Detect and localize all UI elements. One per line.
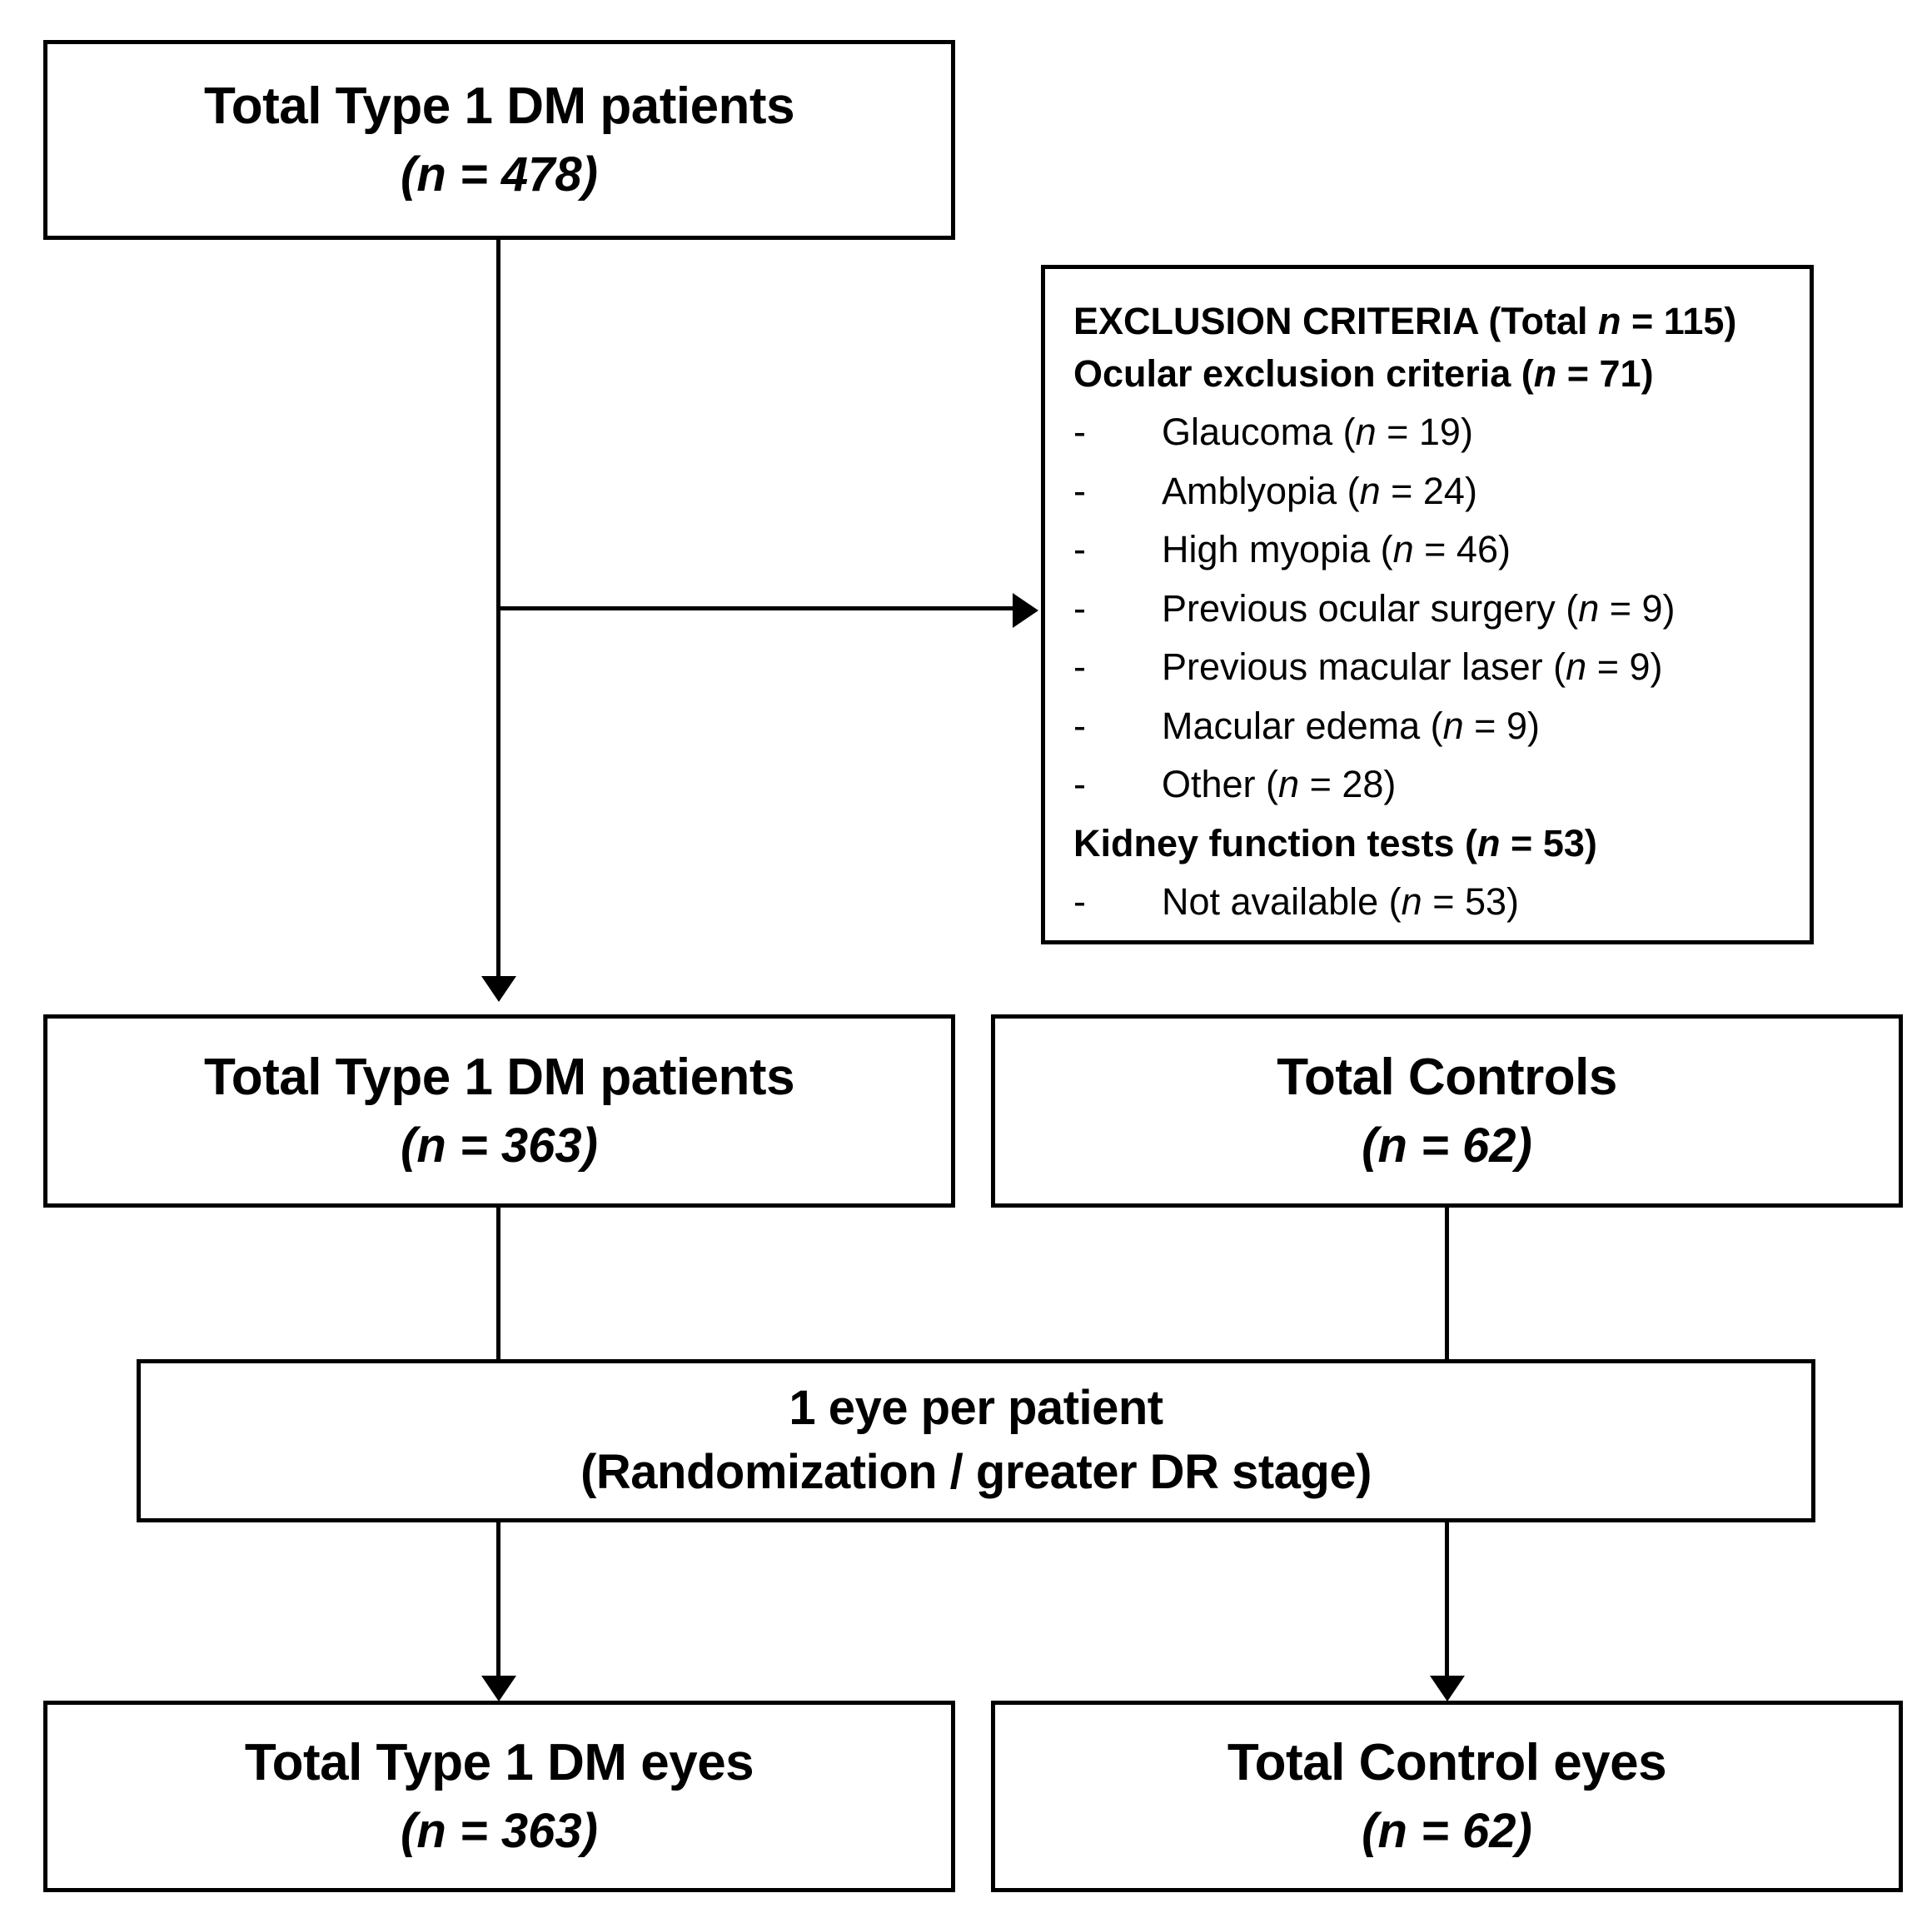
node-count: (n = 62) bbox=[1362, 1118, 1532, 1173]
node-title: Total Type 1 DM patients bbox=[203, 77, 795, 135]
exclusion-item-value: = 9) bbox=[1586, 645, 1663, 688]
exclusion-item-label: High myopia ( bbox=[1162, 528, 1393, 570]
exclusion-list-item: - Previous macular laser (n = 9) bbox=[1073, 643, 1662, 692]
arrowhead-to-dm-eyes bbox=[481, 1676, 516, 1701]
exclusion-item-label: Previous ocular surgery ( bbox=[1162, 586, 1579, 630]
bullet-dash: - bbox=[1073, 645, 1086, 688]
bullet-dash: - bbox=[1073, 411, 1086, 453]
arrowhead-to-exclusion-panel bbox=[1013, 593, 1038, 628]
connector-controls-to-one-eye bbox=[1445, 1208, 1449, 1359]
arrowhead-to-included-patients bbox=[481, 976, 516, 1002]
ocular-exclusion-heading: Ocular exclusion criteria (n = 71) bbox=[1073, 350, 1654, 399]
exclusion-item-n-symbol: n bbox=[1359, 469, 1381, 512]
ocular-heading-n-symbol: n bbox=[1533, 351, 1557, 395]
bullet-dash: - bbox=[1073, 880, 1086, 923]
ocular-heading-prefix: Ocular exclusion criteria ( bbox=[1073, 351, 1534, 395]
exclusion-list-item: - Previous ocular surgery (n = 9) bbox=[1073, 585, 1676, 634]
bullet-dash: - bbox=[1073, 586, 1086, 630]
exclusion-item-text: Other (n = 28) bbox=[1162, 760, 1396, 810]
one-eye-line1: 1 eye per patient bbox=[789, 1381, 1163, 1436]
ocular-heading-suffix: = 71) bbox=[1556, 351, 1654, 395]
exclusion-item-n-symbol: n bbox=[1392, 528, 1414, 570]
exclusion-item-n-symbol: n bbox=[1578, 586, 1600, 630]
one-eye-line2: (Randomization / greater DR stage) bbox=[580, 1445, 1372, 1499]
exclusion-item-text: Previous macular laser (n = 9) bbox=[1162, 643, 1662, 692]
exclusion-heading: EXCLUSION CRITERIA (Total n = 115) bbox=[1073, 297, 1736, 346]
exclusion-item-label: Glaucoma ( bbox=[1162, 411, 1356, 453]
bullet-dash: - bbox=[1073, 469, 1086, 512]
exclusion-item-text: Glaucoma (n = 19) bbox=[1162, 408, 1473, 457]
exclusion-list-item: - High myopia (n = 46) bbox=[1073, 526, 1511, 575]
kidney-heading-prefix: Kidney function tests ( bbox=[1073, 821, 1478, 864]
exclusion-list-item: - Other (n = 28) bbox=[1073, 760, 1396, 810]
exclusion-item-n-symbol: n bbox=[1442, 704, 1464, 747]
kidney-heading-n-symbol: n bbox=[1477, 821, 1501, 864]
exclusion-item-value: = 9) bbox=[1463, 704, 1540, 747]
exclusion-item-n-symbol: n bbox=[1566, 645, 1587, 688]
exclusion-item-text: Amblyopia (n = 24) bbox=[1162, 467, 1477, 516]
connector-exclusion-horizontal bbox=[496, 606, 1013, 610]
bullet-dash: - bbox=[1073, 763, 1086, 805]
node-one-eye-per-patient: 1 eye per patient (Randomization / great… bbox=[137, 1359, 1815, 1522]
exclusion-item-text: High myopia (n = 46) bbox=[1162, 526, 1511, 575]
node-total-type1-dm-eyes: Total Type 1 DM eyes (n = 363) bbox=[43, 1701, 955, 1892]
node-title: Total Type 1 DM patients bbox=[203, 1048, 795, 1106]
exclusion-item-text: Previous ocular surgery (n = 9) bbox=[1162, 585, 1676, 634]
kidney-list-item: - Not available (n = 53) bbox=[1073, 878, 1519, 927]
exclusion-item-n-symbol: n bbox=[1278, 763, 1300, 805]
node-title: Total Control eyes bbox=[1227, 1733, 1667, 1791]
exclusion-item-value: = 46) bbox=[1413, 528, 1511, 570]
exclusion-item-label: Macular edema ( bbox=[1162, 704, 1443, 747]
node-title: Total Controls bbox=[1277, 1048, 1617, 1106]
node-total-type1-dm-patients: Total Type 1 DM patients (n = 478) bbox=[43, 40, 955, 240]
exclusion-heading-prefix: EXCLUSION CRITERIA (Total bbox=[1073, 300, 1598, 342]
connector-one-eye-to-control-eyes bbox=[1445, 1522, 1449, 1677]
exclusion-item-label: Other ( bbox=[1162, 763, 1279, 805]
exclusion-list-item: - Glaucoma (n = 19) bbox=[1073, 408, 1473, 457]
node-count: (n = 478) bbox=[401, 147, 598, 202]
bullet-dash: - bbox=[1073, 528, 1086, 570]
connector-one-eye-to-dm-eyes bbox=[496, 1522, 500, 1677]
exclusion-item-n-symbol: n bbox=[1355, 411, 1377, 453]
exclusion-item-label: Amblyopia ( bbox=[1162, 469, 1360, 512]
node-count: (n = 363) bbox=[401, 1118, 598, 1173]
node-included-type1-dm-patients: Total Type 1 DM patients (n = 363) bbox=[43, 1014, 955, 1208]
node-exclusion-criteria: EXCLUSION CRITERIA (Total n = 115) Ocula… bbox=[1041, 265, 1814, 944]
exclusion-item-value: = 9) bbox=[1599, 586, 1676, 630]
kidney-item-n-symbol: n bbox=[1401, 880, 1422, 923]
exclusion-heading-n-symbol: n bbox=[1598, 300, 1621, 342]
arrowhead-to-control-eyes bbox=[1430, 1676, 1465, 1701]
kidney-heading-suffix: = 53) bbox=[1500, 821, 1597, 864]
node-total-control-eyes: Total Control eyes (n = 62) bbox=[991, 1701, 1903, 1892]
exclusion-heading-suffix: = 115) bbox=[1621, 300, 1737, 342]
kidney-function-heading: Kidney function tests (n = 53) bbox=[1073, 820, 1597, 869]
connector-dm-to-one-eye bbox=[496, 1208, 500, 1359]
node-count: (n = 363) bbox=[401, 1804, 598, 1859]
exclusion-item-value: = 28) bbox=[1299, 763, 1397, 805]
exclusion-item-value: = 24) bbox=[1380, 469, 1477, 512]
kidney-item-label: Not available ( bbox=[1162, 880, 1402, 923]
exclusion-list-item: - Amblyopia (n = 24) bbox=[1073, 467, 1477, 516]
exclusion-list-item: - Macular edema (n = 9) bbox=[1073, 702, 1540, 751]
node-title: Total Type 1 DM eyes bbox=[244, 1733, 754, 1791]
exclusion-item-text: Macular edema (n = 9) bbox=[1162, 702, 1540, 751]
exclusion-item-value: = 19) bbox=[1376, 411, 1473, 453]
bullet-dash: - bbox=[1073, 704, 1086, 747]
kidney-item-text: Not available (n = 53) bbox=[1162, 878, 1519, 927]
node-total-controls: Total Controls (n = 62) bbox=[991, 1014, 1903, 1208]
node-count: (n = 62) bbox=[1362, 1804, 1532, 1859]
kidney-item-value: = 53) bbox=[1422, 880, 1520, 923]
exclusion-item-label: Previous macular laser ( bbox=[1162, 645, 1566, 688]
